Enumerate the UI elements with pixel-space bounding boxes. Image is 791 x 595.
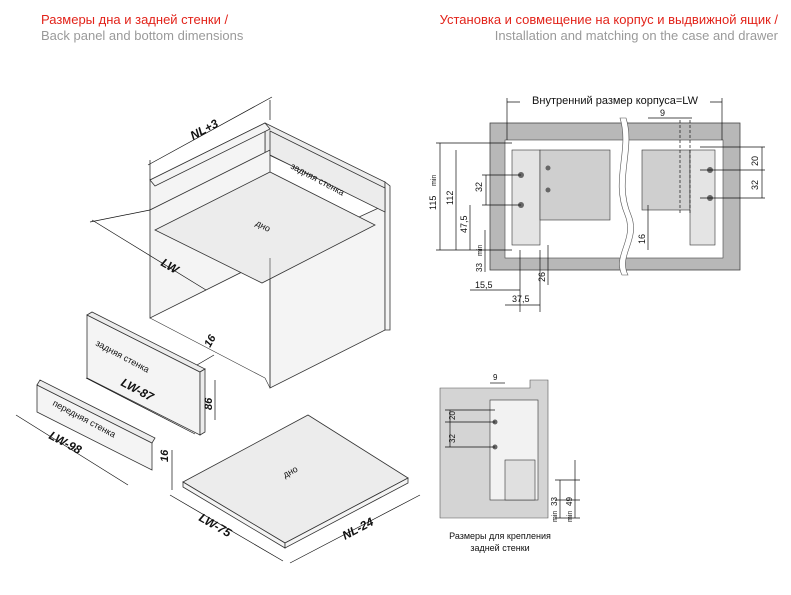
detail-drawer-bottom <box>504 459 536 501</box>
dim-20: 20 <box>750 156 760 166</box>
right-drawer-side <box>641 149 691 211</box>
dim-112: 112 <box>445 191 455 205</box>
left-drawer-side <box>539 149 611 221</box>
detail-caption-line-2: задней стенки <box>470 543 529 553</box>
front-panel-top <box>36 379 156 444</box>
back-panel-side <box>199 368 206 436</box>
header-right-russian: Установка и совмещение на корпус и выдви… <box>439 12 778 27</box>
break-line <box>618 117 634 276</box>
isometric-drawer-assembly: NL+3 LW задняя стенка дно <box>89 96 391 389</box>
detail-dim-33: 33 <box>550 497 559 506</box>
dim-86: 86 <box>203 397 215 410</box>
detail-view: 9 20 32 min 33 min 49 Размеры для крепле… <box>439 373 580 553</box>
lw-75-label: LW-75 <box>197 510 235 540</box>
right-side-edge <box>384 181 391 331</box>
dim-15-5: 15,5 <box>475 280 493 290</box>
section-view: Внутренний размер корпуса=LW 9 20 32 115… <box>428 93 765 312</box>
left-hole-face-1 <box>545 165 551 171</box>
inner-size-label: Внутренний размер корпуса=LW <box>532 95 699 107</box>
detail-caption-line-1: Размеры для крепления <box>449 531 551 541</box>
header-right-english: Installation and matching on the case an… <box>494 28 778 43</box>
dim-16-front: 16 <box>159 449 171 462</box>
dim-32-right: 32 <box>750 180 760 190</box>
dim-47-5: 47,5 <box>459 215 469 233</box>
back-wall-face <box>269 130 386 213</box>
dim-33: 33 <box>475 263 484 272</box>
dim-16-section: 16 <box>637 234 647 244</box>
dim-37-5: 37,5 <box>512 294 530 304</box>
header-left-english: Back panel and bottom dimensions <box>41 28 244 43</box>
nl-24-label: NL-24 <box>340 514 376 542</box>
dim-32-left: 32 <box>474 182 484 192</box>
inner-size-bg <box>520 93 710 107</box>
left-runner <box>511 149 541 246</box>
dim-115: 115 <box>428 196 438 210</box>
left-side-rim <box>149 122 271 187</box>
left-hole-face-2 <box>545 187 551 193</box>
detail-dim-49: 49 <box>565 497 574 506</box>
detail-dim-20: 20 <box>448 411 457 420</box>
dim-9: 9 <box>660 108 665 118</box>
bottom-panel-edge-right <box>284 477 409 549</box>
header-left-russian: Размеры дна и задней стенки / <box>41 12 229 27</box>
dim-26: 26 <box>537 272 547 282</box>
detail-dim-32: 32 <box>448 434 457 443</box>
dim-33-min: min <box>477 245 484 256</box>
nl-plus-3-label: NL+3 <box>188 116 221 142</box>
bottom-panel-part: дно LW-75 NL-24 <box>169 414 421 564</box>
detail-min-b: min <box>567 511 574 522</box>
back-panel-part: задняя стенка LW-87 16 86 <box>85 311 219 436</box>
detail-min-a: min <box>552 511 559 522</box>
detail-dim-9: 9 <box>493 373 498 382</box>
dim-115-min: min <box>431 175 438 186</box>
bottom-panel-in-assembly <box>154 171 376 284</box>
